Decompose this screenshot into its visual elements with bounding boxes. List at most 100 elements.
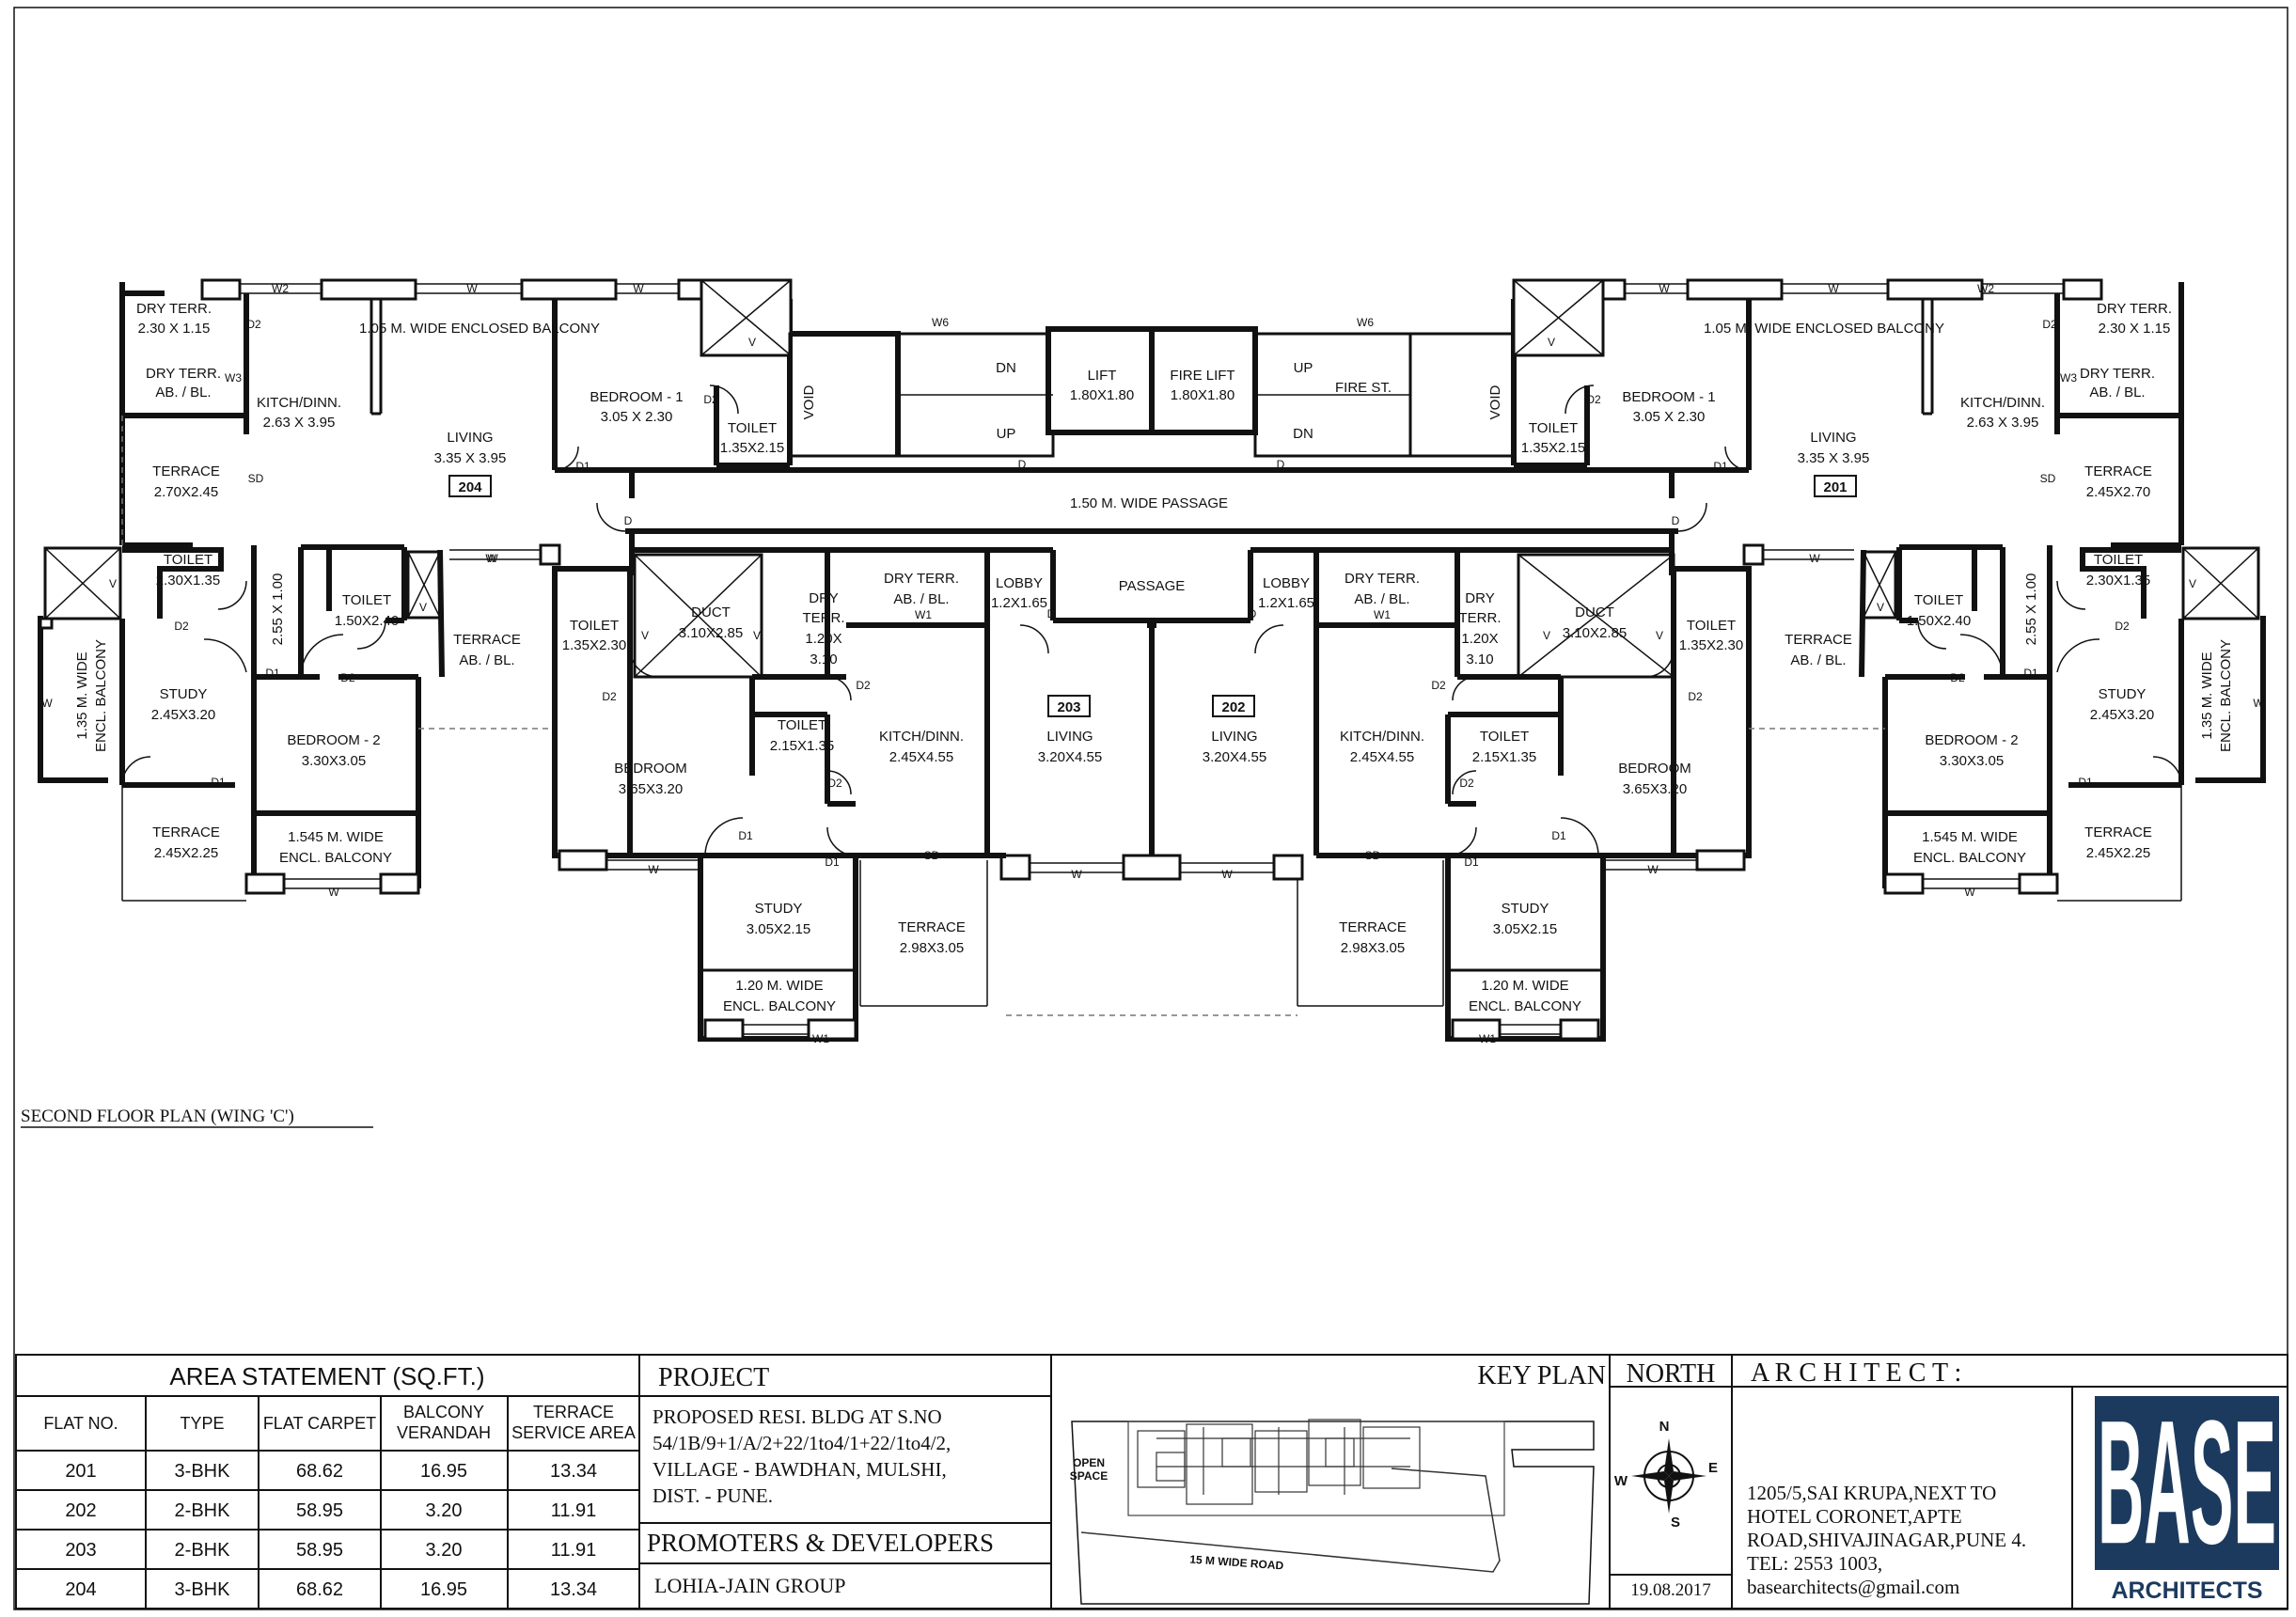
area-table-header: TYPE — [180, 1414, 224, 1433]
label: 2.30 X 1.15 — [2099, 321, 2171, 337]
mark: D2 — [1459, 777, 1474, 790]
label: 1.35X2.30 — [562, 637, 626, 653]
mark: D2 — [703, 393, 718, 406]
label: 1.35 M. WIDE — [2199, 652, 2215, 739]
label: 2.45X2.25 — [2086, 845, 2150, 861]
label: STUDY — [160, 686, 208, 702]
area-table-cell: 68.62 — [296, 1461, 343, 1482]
label: DRY TERR. — [146, 366, 221, 382]
project-line: PROPOSED RESI. BLDG AT S.NO — [653, 1405, 942, 1428]
road-label: 15 M WIDE ROAD — [1189, 1553, 1284, 1573]
label: 2.45X4.55 — [889, 749, 953, 765]
mark: D2 — [1431, 679, 1446, 692]
label: AB. / BL. — [2089, 385, 2145, 400]
label: VOID — [801, 385, 817, 420]
label: TERRACE — [2084, 824, 2152, 840]
label: KITCH/DINN. — [879, 729, 964, 745]
label: 1.05 M. WIDE ENCLOSED BALCONY — [1704, 321, 1944, 337]
area-table-cell: 2-BHK — [175, 1540, 231, 1561]
label: 2.55 X 1.00 — [2023, 573, 2039, 646]
label: UP — [997, 426, 1016, 442]
unit-number: 201 — [1823, 479, 1847, 495]
label: BEDROOM - 1 — [590, 389, 683, 405]
label: DRY TERR. — [2080, 366, 2155, 382]
label: DRY TERR. — [136, 301, 212, 317]
mark: W3 — [225, 371, 242, 385]
mark: D2 — [174, 620, 189, 633]
label: DN — [996, 360, 1016, 376]
key-plan: KEY PLAN OPEN SPACE 15 M WIDE — [1070, 1361, 1606, 1605]
area-table-cell: 58.95 — [296, 1540, 343, 1561]
logo-text: BASE — [2098, 1383, 2276, 1580]
label: 2.70X2.45 — [154, 484, 218, 500]
label: 1.05 M. WIDE ENCLOSED BALCONY — [359, 321, 600, 337]
mark: D1 — [1464, 856, 1479, 869]
label: 3.65X3.20 — [1623, 781, 1687, 797]
label: 2.30X1.35 — [2086, 573, 2150, 589]
label: 1.50X2.40 — [335, 613, 399, 629]
label: ENCL. BALCONY — [723, 998, 836, 1014]
mark: D1 — [575, 460, 590, 473]
mark: D — [1018, 458, 1027, 471]
label: LIVING — [1046, 729, 1093, 745]
mark: D2 — [1950, 671, 1965, 684]
mark: W3 — [2060, 371, 2077, 385]
mark: W — [648, 863, 659, 876]
label: 1.35 M. WIDE — [74, 652, 90, 739]
label: 3.05X2.15 — [747, 921, 810, 937]
label: UP — [1294, 360, 1313, 376]
label: TERRACE — [152, 463, 220, 479]
label: ENCL. BALCONY — [1913, 850, 2026, 866]
label: 3.05 X 2.30 — [601, 409, 673, 425]
mark: W — [485, 552, 496, 565]
base-architects-logo: BASE ARCHITECTS — [2095, 1383, 2279, 1604]
label: KITCH/DINN. — [257, 395, 341, 411]
project-heading: PROJECT — [658, 1363, 769, 1392]
key-plan-heading: KEY PLAN — [1477, 1361, 1606, 1390]
area-table-header: FLAT CARPET — [263, 1414, 376, 1433]
area-table-cell: 3.20 — [426, 1500, 463, 1521]
unit-number: 203 — [1057, 699, 1080, 715]
label: 1.35X2.15 — [720, 440, 784, 456]
project-line: DIST. - PUNE. — [653, 1484, 773, 1507]
label: 2.63 X 3.95 — [263, 415, 336, 431]
unit-box-201 — [1814, 475, 1857, 497]
label: 1.2X1.65 — [1258, 595, 1314, 611]
label: BEDROOM - 2 — [1925, 732, 2018, 748]
label: ENCL. BALCONY — [2218, 639, 2234, 752]
label: TERRACE — [1785, 632, 1852, 648]
mark: D — [1277, 458, 1285, 471]
label: AB. / BL. — [459, 652, 514, 668]
label: LOBBY — [1263, 575, 1310, 591]
label: 1.20 M. WIDE — [1481, 978, 1568, 994]
label: 2.45X2.70 — [2086, 484, 2150, 500]
label: 1.20 M. WIDE — [735, 978, 823, 994]
label: STUDY — [755, 901, 803, 917]
label: 1.545 M. WIDE — [288, 829, 384, 845]
mark: SD — [2040, 472, 2056, 485]
label: LIFT — [1088, 368, 1117, 384]
label: DRY — [1465, 590, 1494, 606]
label: BEDROOM — [614, 761, 687, 777]
mark: V — [2189, 577, 2196, 590]
north-block: NORTH N S E W 19.08.2017 — [1614, 1359, 1718, 1600]
label: TOILET — [342, 592, 391, 608]
architect-block: A R C H I T E C T : 1205/5,SAI KRUPA,NEX… — [1747, 1358, 2279, 1604]
label: 1.50X2.40 — [1907, 613, 1971, 629]
mark: V — [1543, 629, 1550, 642]
mark: D2 — [856, 679, 871, 692]
label: 3.35 X 3.95 — [434, 450, 507, 466]
mark: D — [1047, 607, 1056, 620]
area-table-cell: 16.95 — [420, 1579, 467, 1600]
label: 2.45X4.55 — [1350, 749, 1414, 765]
unit-number: 202 — [1221, 699, 1245, 715]
label: 1.35X2.30 — [1679, 637, 1743, 653]
plan-caption: SECOND FLOOR PLAN (WING 'C') — [21, 1107, 294, 1126]
label: 3.10 — [1466, 652, 1493, 667]
label: TOILET — [1480, 729, 1529, 745]
logo-caption: ARCHITECTS — [2111, 1578, 2262, 1604]
mark: D1 — [211, 776, 226, 789]
mark: D1 — [825, 856, 840, 869]
